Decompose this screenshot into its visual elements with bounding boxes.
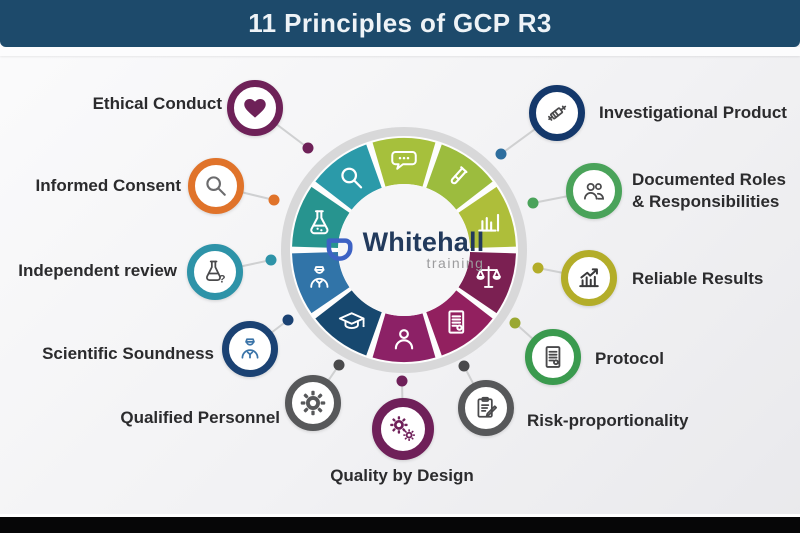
principle-ring	[561, 250, 617, 306]
clinician-icon	[236, 335, 264, 363]
principle-protocol	[525, 329, 581, 385]
connector-dot	[495, 148, 507, 160]
brand-subtitle: training	[426, 255, 485, 271]
principle-ring	[222, 321, 278, 377]
principle-ring	[372, 398, 434, 460]
clipboard-pencil-icon	[472, 394, 500, 422]
footer-divider	[0, 514, 800, 517]
principle-label-ethical-conduct: Ethical Conduct	[92, 94, 222, 113]
page-title: 11 Principles of GCP R3	[248, 8, 552, 38]
connector-dot	[509, 317, 521, 329]
principle-reliable-results	[561, 250, 617, 306]
whitehall-logo-mark-icon	[326, 238, 353, 261]
person-icon	[394, 329, 414, 350]
principle-ring	[458, 380, 514, 436]
wheel-segment-magnifier	[315, 144, 382, 210]
principle-ethical-conduct	[227, 80, 283, 136]
document-icon	[448, 310, 465, 334]
principle-qualified-personnel	[285, 375, 341, 431]
principle-independent-review	[187, 244, 243, 300]
heart-icon	[241, 94, 269, 122]
connector-dot	[333, 359, 345, 371]
principle-label-reliable-results: Reliable Results	[632, 269, 764, 288]
principle-scientific-soundness	[222, 321, 278, 377]
principle-label-quality-by-design: Quality by Design	[330, 466, 474, 485]
principle-investigational-product	[529, 85, 585, 141]
protocol-document-icon	[539, 343, 567, 371]
double-gear-icon	[389, 415, 417, 443]
wheel-segment-graduation-cap	[315, 290, 382, 356]
wheel-segment-speech-bubble	[372, 138, 436, 187]
principle-label-documented-roles: Documented Roles& Responsibilities	[632, 170, 786, 211]
title-bar: 11 Principles of GCP R3	[0, 0, 800, 47]
connector-dot	[527, 197, 539, 209]
principle-label-independent-review: Independent review	[18, 261, 177, 280]
syringe-icon	[543, 99, 571, 127]
footer-bar	[0, 517, 800, 533]
principle-label-investigational-product: Investigational Product	[599, 103, 787, 122]
people-icon	[580, 177, 608, 205]
principle-documented-roles	[566, 163, 622, 219]
principle-label-qualified-personnel: Qualified Personnel	[120, 408, 280, 427]
connector-dot	[302, 142, 314, 154]
principle-label-protocol: Protocol	[595, 349, 664, 368]
principle-label-risk-proportionality: Risk-proportionality	[527, 411, 689, 430]
brand-name: Whitehall	[362, 227, 485, 257]
connector-dot	[268, 194, 280, 206]
connector-dot	[282, 314, 294, 326]
principle-ring	[525, 329, 581, 385]
magnifier-icon	[341, 167, 363, 189]
graduation-cap-icon	[338, 312, 366, 329]
whitehall-logo: Whitehall training	[324, 229, 485, 271]
wheel-segment-person	[372, 313, 436, 363]
principle-ring	[285, 375, 341, 431]
test-tube-icon	[448, 166, 468, 186]
principle-ring	[188, 158, 244, 214]
wheel-segment-test-tube	[426, 144, 493, 210]
principle-ring	[529, 85, 585, 141]
connector-dot	[532, 262, 544, 274]
principle-risk-proportionality	[458, 380, 514, 436]
principle-ring	[566, 163, 622, 219]
magnifier-icon	[202, 172, 230, 200]
gear-icon	[299, 389, 327, 417]
flask-question-icon	[201, 258, 229, 286]
wheel-segment-document	[426, 290, 493, 356]
connector-dot	[458, 360, 470, 372]
connector-dot	[265, 254, 277, 266]
connector-dot	[396, 375, 408, 387]
principle-label-scientific-soundness: Scientific Soundness	[42, 344, 214, 363]
speech-bubble-icon	[391, 151, 417, 170]
principle-ring	[187, 244, 243, 300]
growth-chart-icon	[575, 264, 603, 292]
principle-label-informed-consent: Informed Consent	[35, 176, 181, 195]
principle-informed-consent	[188, 158, 244, 214]
principle-ring	[227, 80, 283, 136]
principle-quality-by-design	[372, 398, 434, 460]
header-divider	[0, 47, 800, 56]
